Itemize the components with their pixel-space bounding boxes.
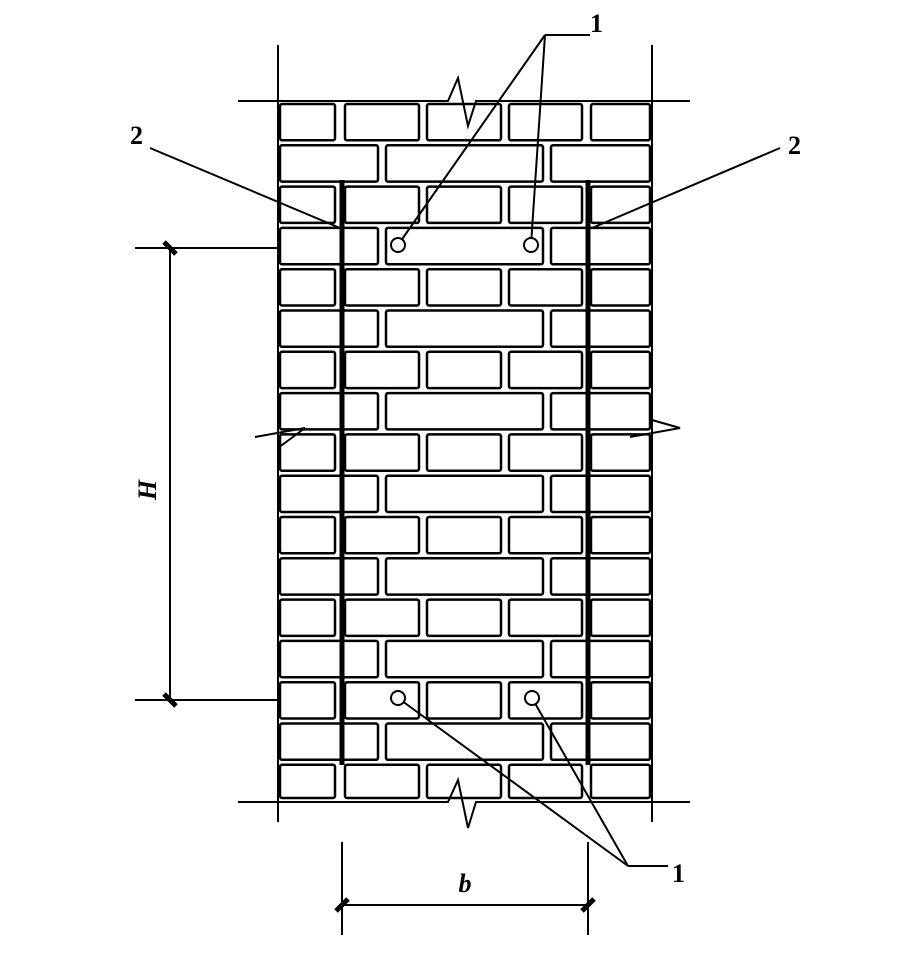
- brick: [384, 144, 545, 183]
- brick: [343, 433, 421, 472]
- label-1-top: 1: [590, 9, 603, 38]
- brick: [384, 639, 545, 679]
- brick: [425, 680, 503, 720]
- brick: [507, 102, 584, 142]
- brick-courses: [278, 102, 652, 800]
- brick: [278, 226, 380, 266]
- brick: [549, 144, 652, 183]
- bottom-break-line: [238, 776, 690, 829]
- brick: [507, 267, 584, 307]
- brick: [589, 433, 652, 472]
- brick: [549, 391, 652, 431]
- leader-1-bottom-b: [531, 697, 629, 867]
- brick: [507, 680, 584, 720]
- brick: [425, 598, 503, 638]
- brick: [549, 639, 652, 679]
- brick: [384, 722, 545, 762]
- brick: [589, 680, 652, 720]
- brick: [589, 350, 652, 390]
- brick: [343, 185, 421, 225]
- brick: [384, 391, 545, 431]
- leader-2-left: [149, 147, 341, 229]
- label-width: b: [459, 869, 472, 898]
- brick: [278, 680, 337, 720]
- anchor-circle-icon: [390, 690, 406, 706]
- brick: [507, 598, 584, 638]
- anchor-circle-icon: [390, 237, 406, 253]
- brick: [384, 309, 545, 349]
- brick: [549, 557, 652, 596]
- label-height: H: [133, 479, 162, 501]
- tick-h-top: [162, 240, 178, 256]
- brick: [589, 102, 652, 142]
- brick: [425, 350, 503, 390]
- brick: [425, 763, 503, 800]
- brick: [507, 763, 584, 800]
- brick: [343, 680, 421, 720]
- brick: [278, 267, 337, 307]
- brick: [384, 226, 545, 266]
- brick: [589, 185, 652, 225]
- brick: [425, 433, 503, 472]
- brick: [549, 309, 652, 349]
- brick: [278, 391, 380, 431]
- brick: [278, 433, 337, 472]
- mid-break-right: [629, 419, 681, 438]
- brick: [589, 763, 652, 800]
- leader-2-right: [591, 147, 781, 229]
- brick: [507, 350, 584, 390]
- brick: [278, 557, 380, 596]
- brick: [384, 474, 545, 514]
- brick: [589, 598, 652, 638]
- brick: [589, 267, 652, 307]
- brick: [343, 267, 421, 307]
- brick: [278, 639, 380, 679]
- brick: [549, 226, 652, 266]
- brick: [278, 144, 380, 183]
- brick: [343, 350, 421, 390]
- leader-1-top-a: [397, 34, 546, 246]
- label-2-right: 2: [788, 131, 801, 160]
- brick: [278, 309, 380, 349]
- brick: [343, 763, 421, 800]
- leader-1-bottom-a: [397, 697, 629, 867]
- brick: [549, 722, 652, 762]
- brick: [278, 598, 337, 638]
- brick: [343, 515, 421, 555]
- mid-break-left: [254, 427, 306, 449]
- tick-b-right: [580, 897, 596, 913]
- brick: [343, 102, 421, 142]
- brick: [549, 474, 652, 514]
- brick: [425, 185, 503, 225]
- brick: [278, 722, 380, 762]
- brick: [507, 433, 584, 472]
- brick: [589, 515, 652, 555]
- brick: [507, 185, 584, 225]
- brick: [278, 474, 380, 514]
- tick-b-left: [334, 897, 350, 913]
- brick: [425, 515, 503, 555]
- label-2-left: 2: [130, 121, 143, 150]
- top-break-line: [238, 74, 690, 130]
- brick: [278, 350, 337, 390]
- brick: [384, 557, 545, 596]
- anchor-circle-icon: [523, 237, 539, 253]
- brick: [278, 515, 337, 555]
- brick: [278, 102, 337, 142]
- brick: [425, 267, 503, 307]
- brick: [507, 515, 584, 555]
- anchor-circle-icon: [524, 690, 540, 706]
- brick: [343, 598, 421, 638]
- brick: [278, 185, 337, 225]
- label-1-bottom: 1: [672, 859, 685, 888]
- tick-h-bottom: [162, 692, 178, 708]
- brick: [278, 763, 337, 800]
- leader-1-top-b: [530, 34, 546, 246]
